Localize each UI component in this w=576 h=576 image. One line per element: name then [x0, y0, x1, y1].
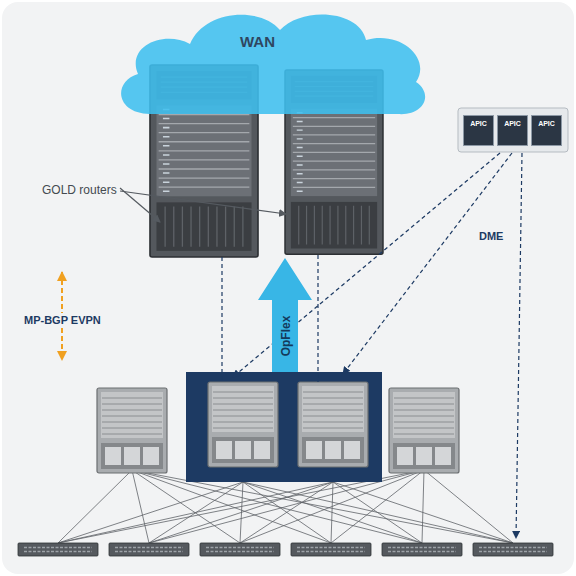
router-dashed-link: [222, 255, 318, 382]
apic-cluster-frame: [458, 108, 568, 152]
protocol-label: MP-BGP EVPN: [22, 313, 103, 328]
spine-switch: [97, 388, 167, 473]
apic-server: APIC: [463, 115, 494, 146]
spine-switch: [298, 382, 368, 467]
server-label: APIC: [470, 120, 487, 127]
router-dashed-link: [221, 257, 222, 382]
cloud-shape: [121, 14, 425, 114]
highlight-box: [186, 372, 382, 482]
cloud-shape: [108, 2, 433, 124]
server-label: APIC: [504, 120, 521, 127]
wan-cloud: WAN: [108, 2, 433, 124]
arrow-label: OpFlex: [279, 316, 293, 357]
spine-switch: [208, 382, 278, 467]
spine-switch: [97, 382, 459, 473]
leader-line: [120, 191, 286, 214]
apic-cluster-frame: [458, 108, 568, 152]
dme-dashed-arrow: [516, 153, 522, 538]
router-dashed-link: [317, 255, 318, 382]
apic-server: APIC: [497, 115, 528, 146]
leaf-switch: [18, 543, 553, 556]
leaf-switch: [200, 543, 280, 556]
leaf-switch: [109, 543, 189, 556]
leaf-switch: [382, 543, 462, 556]
leader-line: [120, 188, 286, 222]
cloud-label: WAN: [240, 33, 275, 50]
callout-label: GOLD routers: [42, 183, 117, 197]
leader-line: [120, 188, 160, 222]
leaf-switch: [18, 543, 98, 556]
dme-dashed-arrow: [343, 153, 512, 374]
protocol-label: DME: [479, 226, 503, 244]
opflex-arrow: [258, 258, 312, 372]
dme-dashed-arrow: [233, 153, 522, 538]
protocol-label: DME: [479, 230, 503, 243]
callout-label: GOLD routers: [42, 180, 117, 198]
spine-switch: [389, 388, 459, 473]
leaf-switch: [291, 543, 371, 556]
protocol-label: MP-BGP EVPN: [22, 310, 103, 328]
arrow-label: OpFlex: [276, 316, 294, 357]
server-label: APIC: [538, 120, 555, 127]
leaf-switch: [473, 543, 553, 556]
apic-server: APIC: [531, 115, 562, 146]
